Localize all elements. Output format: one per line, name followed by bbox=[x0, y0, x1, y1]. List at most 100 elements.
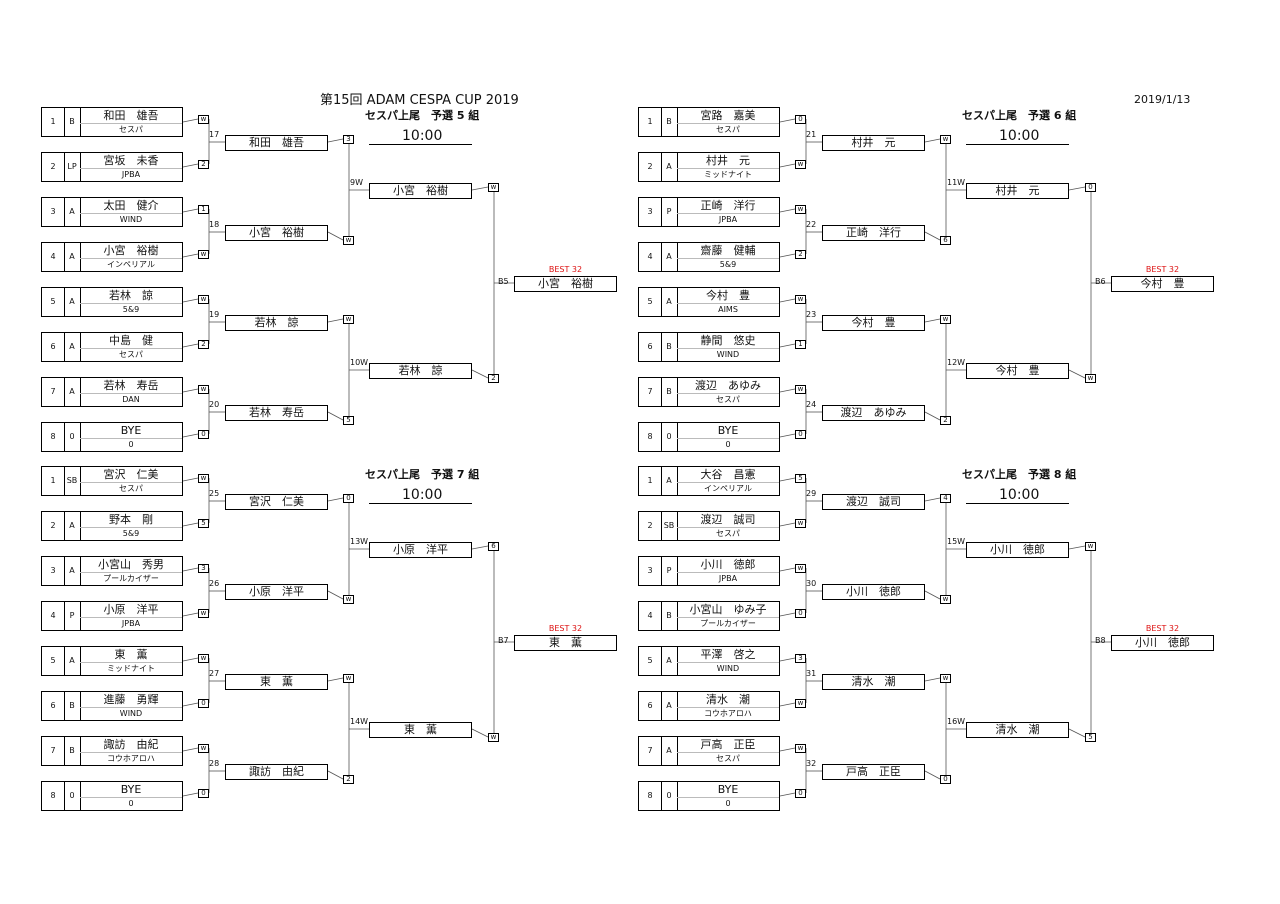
round1-score: 3 bbox=[343, 135, 354, 144]
seed-number: 6 bbox=[639, 692, 662, 720]
round1-score: w bbox=[940, 595, 951, 604]
bracket-line bbox=[924, 677, 941, 682]
round2-winner: 若林 諒 bbox=[369, 363, 472, 379]
player-score: 0 bbox=[795, 115, 806, 124]
bracket-line bbox=[327, 231, 344, 241]
player-name: 小宮 裕樹 bbox=[80, 243, 182, 259]
match-number: 16W bbox=[947, 717, 966, 726]
bracket-line bbox=[182, 522, 199, 527]
player-name: BYE bbox=[677, 782, 779, 798]
player-class: A bbox=[661, 467, 678, 495]
round1-winner: 諏訪 由紀 bbox=[225, 764, 328, 780]
player-score: w bbox=[795, 385, 806, 394]
round1-score: w bbox=[343, 595, 354, 604]
best-32-label: BEST 32 bbox=[548, 265, 583, 274]
time-underline bbox=[369, 503, 472, 504]
bracket-line bbox=[182, 477, 199, 482]
player-club: セスパ bbox=[119, 125, 143, 134]
player-score: 2 bbox=[198, 340, 209, 349]
bracket-line bbox=[779, 298, 796, 303]
block-winner: 東 薫 bbox=[514, 635, 617, 651]
round2-winner: 小川 徳郎 bbox=[966, 542, 1069, 558]
round1-score: 6 bbox=[940, 236, 951, 245]
player-name: BYE bbox=[80, 782, 182, 798]
round1-winner: 今村 豊 bbox=[822, 315, 925, 331]
player-class: A bbox=[64, 647, 81, 675]
player-club: WIND bbox=[716, 350, 740, 359]
bracket-line bbox=[779, 567, 796, 572]
player-club: 5&9 bbox=[122, 529, 140, 538]
seed-number: 8 bbox=[42, 782, 65, 810]
round2-winner: 小宮 裕樹 bbox=[369, 183, 472, 199]
seed-number: 6 bbox=[42, 692, 65, 720]
seed-number: 8 bbox=[639, 423, 662, 451]
player-class: A bbox=[64, 243, 81, 271]
player-club: プールカイザー bbox=[103, 574, 159, 583]
bracket-line bbox=[182, 567, 199, 572]
round1-score: 4 bbox=[940, 494, 951, 503]
start-time: 10:00 bbox=[402, 487, 443, 503]
bracket-line bbox=[182, 298, 199, 303]
player-club: ミッドナイト bbox=[704, 170, 752, 179]
match-number: 27 bbox=[209, 669, 220, 678]
match-number: 31 bbox=[806, 669, 817, 678]
seed-number: 7 bbox=[639, 378, 662, 406]
player-name: 平澤 啓之 bbox=[677, 647, 779, 663]
player-class: A bbox=[64, 288, 81, 316]
match-number: 15W bbox=[947, 537, 966, 546]
match-number: 24 bbox=[806, 400, 817, 409]
player-name: 静間 悠史 bbox=[677, 333, 779, 349]
seed-number: 7 bbox=[639, 737, 662, 765]
player-name: 宮路 嘉美 bbox=[677, 108, 779, 124]
player-class: 0 bbox=[64, 782, 81, 810]
player-club: セスパ bbox=[716, 395, 740, 404]
round2-winner: 小原 洋平 bbox=[369, 542, 472, 558]
match-number: 21 bbox=[806, 130, 817, 139]
round1-winner: 東 薫 bbox=[225, 674, 328, 690]
seed-number: 4 bbox=[42, 602, 65, 630]
player-score: 0 bbox=[198, 789, 209, 798]
match-number: 17 bbox=[209, 130, 220, 139]
bracket-line bbox=[182, 792, 199, 797]
start-time: 10:00 bbox=[999, 128, 1040, 144]
bracket-line bbox=[471, 545, 489, 550]
player-club: 0 bbox=[725, 440, 731, 449]
start-time: 10:00 bbox=[402, 128, 443, 144]
bracket-line bbox=[182, 163, 199, 168]
seed-number: 1 bbox=[639, 108, 662, 136]
round1-winner: 和田 雄吾 bbox=[225, 135, 328, 151]
match-number: 28 bbox=[209, 759, 220, 768]
bracket-line bbox=[182, 388, 199, 393]
player-class: P bbox=[661, 198, 678, 226]
bracket-line bbox=[924, 497, 941, 502]
bracket-line bbox=[327, 770, 344, 780]
player-score: 3 bbox=[198, 564, 209, 573]
player-score: 0 bbox=[795, 789, 806, 798]
player-club: コウホアロハ bbox=[107, 754, 155, 763]
player-score: w bbox=[795, 564, 806, 573]
bracket-line bbox=[182, 118, 199, 123]
block-winner: 小川 徳郎 bbox=[1111, 635, 1214, 651]
round2-winner: 清水 潮 bbox=[966, 722, 1069, 738]
match-number: 11W bbox=[947, 178, 966, 187]
match-number: 10W bbox=[350, 358, 369, 367]
player-name: BYE bbox=[677, 423, 779, 439]
player-score: 1 bbox=[198, 205, 209, 214]
block-winner: 小宮 裕樹 bbox=[514, 276, 617, 292]
player-score: 0 bbox=[795, 430, 806, 439]
player-score: 3 bbox=[795, 654, 806, 663]
match-number: B7 bbox=[498, 636, 509, 645]
player-name: 宮沢 仁美 bbox=[80, 467, 182, 483]
player-score: 0 bbox=[198, 699, 209, 708]
